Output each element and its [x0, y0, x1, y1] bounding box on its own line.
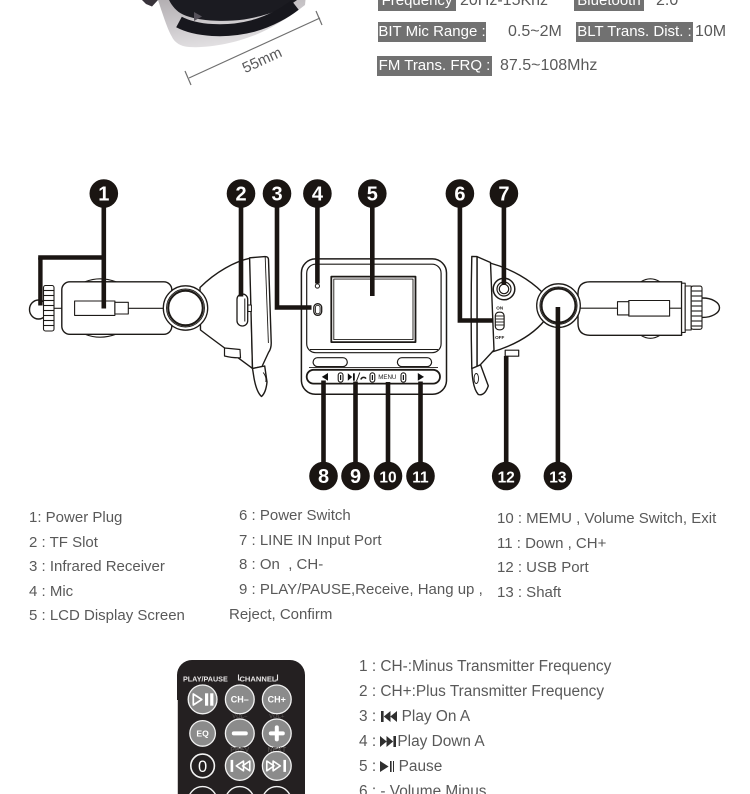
- svg-text:13: 13: [549, 470, 567, 487]
- svg-text:CH–: CH–: [231, 695, 249, 705]
- svg-text:EQ: EQ: [196, 729, 209, 739]
- svg-text:PREV: PREV: [230, 747, 249, 754]
- svg-text:CH+: CH+: [268, 695, 286, 705]
- svg-text:10: 10: [379, 470, 396, 487]
- svg-text:11: 11: [412, 470, 429, 487]
- svg-text:MENU: MENU: [378, 374, 396, 381]
- svg-text:OFF: OFF: [495, 335, 504, 340]
- svg-text:55mm: 55mm: [240, 44, 285, 77]
- svg-text:VOL–: VOL–: [232, 714, 248, 720]
- svg-text:1: 1: [98, 184, 109, 206]
- svg-text:PLAY/PAUSE: PLAY/PAUSE: [183, 675, 228, 684]
- svg-text:VOL+: VOL+: [269, 714, 285, 720]
- svg-text:0: 0: [198, 758, 207, 776]
- svg-text:2: 2: [235, 184, 246, 206]
- svg-text:3: 3: [271, 184, 282, 206]
- svg-text:12: 12: [498, 470, 515, 487]
- svg-text:NEXT: NEXT: [267, 747, 286, 754]
- svg-text:9: 9: [350, 466, 361, 488]
- svg-text:7: 7: [498, 184, 509, 206]
- svg-text:ON: ON: [496, 306, 504, 311]
- svg-text:4: 4: [312, 184, 324, 206]
- svg-text:8: 8: [318, 466, 329, 488]
- svg-text:6: 6: [454, 184, 465, 206]
- svg-text:5: 5: [367, 184, 378, 206]
- svg-text:CHANNEL: CHANNEL: [239, 675, 276, 684]
